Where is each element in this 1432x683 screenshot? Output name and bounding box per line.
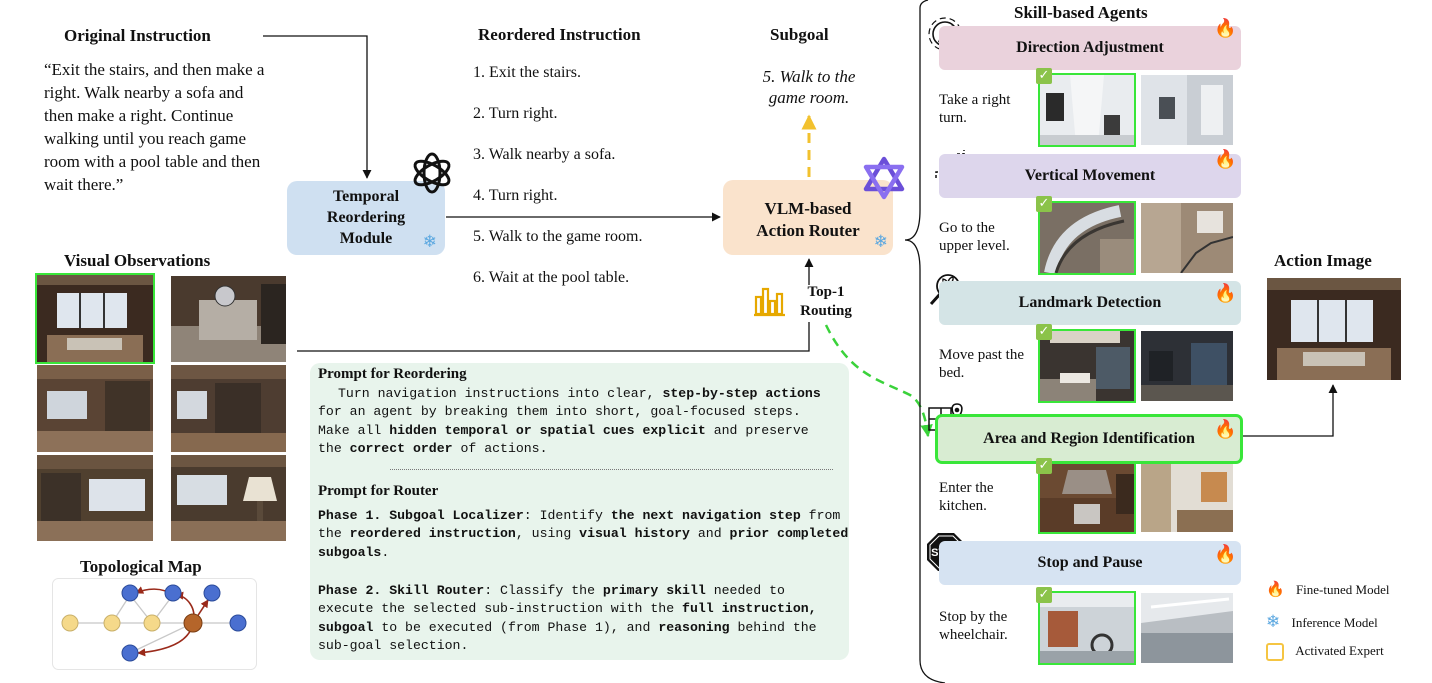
skill-example-landmark: Move past the bed.: [939, 347, 1024, 381]
vlm-action-router: VLM-based Action Router ❄: [723, 180, 893, 255]
reordered-step-2: 2. Turn right.: [473, 105, 558, 122]
observation-image-3: [37, 365, 153, 452]
router-line2: Action Router: [756, 221, 860, 240]
check-icon: ✓: [1036, 324, 1052, 340]
action-image-title: Action Image: [1274, 251, 1372, 270]
skills-brace: [904, 8, 921, 660]
legend-inference: ❄ Inference Model: [1266, 612, 1378, 632]
snowflake-icon: ❄: [422, 232, 437, 252]
skill-image-landmark-1: [1038, 329, 1136, 403]
skill-example-direction: Take a right turn.: [939, 92, 1011, 126]
subgoal-text: 5. Walk to the game room.: [735, 66, 883, 108]
check-icon: ✓: [1036, 68, 1052, 84]
fire-icon: 🔥: [1214, 419, 1237, 439]
skill-direction-adjustment: Direction Adjustment: [939, 26, 1241, 70]
reordered-step-5: 5. Walk to the game room.: [473, 228, 643, 245]
prompt-box: Prompt for Reordering Turn navigation in…: [310, 363, 849, 660]
subgoal-line1: 5. Walk to the: [762, 67, 856, 86]
observation-image-2: [171, 276, 286, 362]
activated-box-icon: [1266, 643, 1284, 662]
subgoal-line2: game room.: [768, 88, 850, 107]
skill-image-direction-1: [1038, 73, 1136, 147]
topo-node-yellow: [61, 614, 79, 632]
topological-map: [52, 578, 257, 670]
skill-agents-title: Skill-based Agents: [1014, 3, 1148, 22]
skill-vertical-movement: Vertical Movement: [939, 154, 1241, 198]
snowflake-icon: ❄: [873, 232, 888, 252]
skill-image-stop-1: [1038, 591, 1136, 665]
skill-example-stop: Stop by the wheelchair.: [939, 609, 1008, 643]
skill-stop-and-pause: Stop and Pause: [939, 541, 1241, 585]
action-image: [1267, 278, 1401, 380]
prompt-reordering-text: Turn navigation instructions into clear,…: [318, 386, 821, 456]
routing-label: Top-1 Routing: [790, 283, 862, 321]
skill-example-vertical: Go to the upper level.: [939, 220, 1010, 254]
topo-node-yellow: [103, 614, 121, 632]
observation-image-4: [171, 365, 286, 452]
router-line1: VLM-based: [764, 199, 852, 218]
qwen-logo-icon: [863, 156, 905, 200]
fire-icon: 🔥: [1214, 149, 1237, 169]
skill-image-stop-2: [1141, 593, 1233, 663]
check-icon: ✓: [1036, 196, 1052, 212]
skill-image-vertical-2: [1141, 203, 1233, 273]
reordered-step-6: 6. Wait at the pool table.: [473, 269, 630, 286]
reordered-step-3: 3. Walk nearby a sofa.: [473, 146, 616, 163]
original-instruction-text: “Exit the stairs, and then make a right.…: [44, 60, 265, 194]
module-line3: Module: [339, 230, 393, 247]
arrow-expert-to-action-image: [1243, 384, 1338, 437]
legend-activated: Activated Expert: [1266, 643, 1384, 662]
subgoal-title: Subgoal: [770, 25, 829, 44]
skill-image-vertical-1: [1038, 201, 1136, 275]
skill-area-region-identification: Area and Region Identification: [935, 414, 1243, 464]
fire-icon: 🔥: [1214, 283, 1237, 303]
topo-node-blue: [229, 614, 247, 632]
reordered-instruction-title: Reordered Instruction: [478, 25, 641, 44]
check-icon: ✓: [1036, 458, 1052, 474]
fire-icon: 🔥: [1266, 582, 1285, 598]
fire-icon: 🔥: [1214, 18, 1237, 38]
observation-image-5: [37, 455, 153, 541]
topo-node-blue: [164, 584, 182, 602]
module-line1: Temporal: [332, 188, 400, 205]
topo-node-current: [183, 613, 203, 633]
arrow-routing-to-expert: [824, 324, 933, 438]
prompt-router-phase1: Phase 1. Subgoal Localizer: Identify the…: [318, 508, 849, 560]
topo-node-yellow: [143, 614, 161, 632]
prompt-divider: [390, 469, 833, 470]
arrow-original-to-module: [263, 35, 372, 179]
skill-landmark-detection: Landmark Detection: [939, 281, 1241, 325]
routing-line2: Routing: [800, 303, 852, 319]
topo-node-blue: [121, 584, 139, 602]
reordered-step-4: 4. Turn right.: [473, 187, 558, 204]
skill-example-area: Enter the kitchen.: [939, 480, 994, 514]
snowflake-icon: ❄: [1266, 612, 1281, 632]
original-instruction-title: Original Instruction: [64, 26, 211, 45]
skill-image-direction-2: [1141, 75, 1233, 145]
routing-line1: Top-1: [807, 284, 845, 300]
reordered-step-1: 1. Exit the stairs.: [473, 64, 581, 81]
skill-image-area-2: [1141, 464, 1233, 532]
visual-observations-title: Visual Observations: [64, 251, 211, 270]
bar-chart-icon: [754, 287, 785, 317]
prompt-reordering-title: Prompt for Reordering: [318, 366, 467, 382]
prompt-router-title: Prompt for Router: [318, 483, 439, 499]
legend-finetuned: 🔥 Fine-tuned Model: [1266, 582, 1390, 598]
gpt-logo-icon: [413, 152, 451, 194]
module-line2: Reordering: [326, 209, 406, 226]
observation-image-1: [35, 273, 155, 364]
prompt-router-phase2: Phase 2. Skill Router: Classify the prim…: [318, 583, 817, 653]
skill-image-area-1: [1038, 462, 1136, 534]
observation-image-6: [171, 455, 286, 541]
topological-map-title: Topological Map: [80, 557, 202, 576]
topo-node-blue: [203, 584, 221, 602]
arrow-observations-to-router: [297, 322, 810, 352]
check-icon: ✓: [1036, 587, 1052, 603]
temporal-reordering-module: Temporal Reordering Module ❄: [287, 181, 445, 255]
topo-node-blue: [121, 644, 139, 662]
fire-icon: 🔥: [1214, 544, 1237, 564]
skill-image-landmark-2: [1141, 331, 1233, 401]
